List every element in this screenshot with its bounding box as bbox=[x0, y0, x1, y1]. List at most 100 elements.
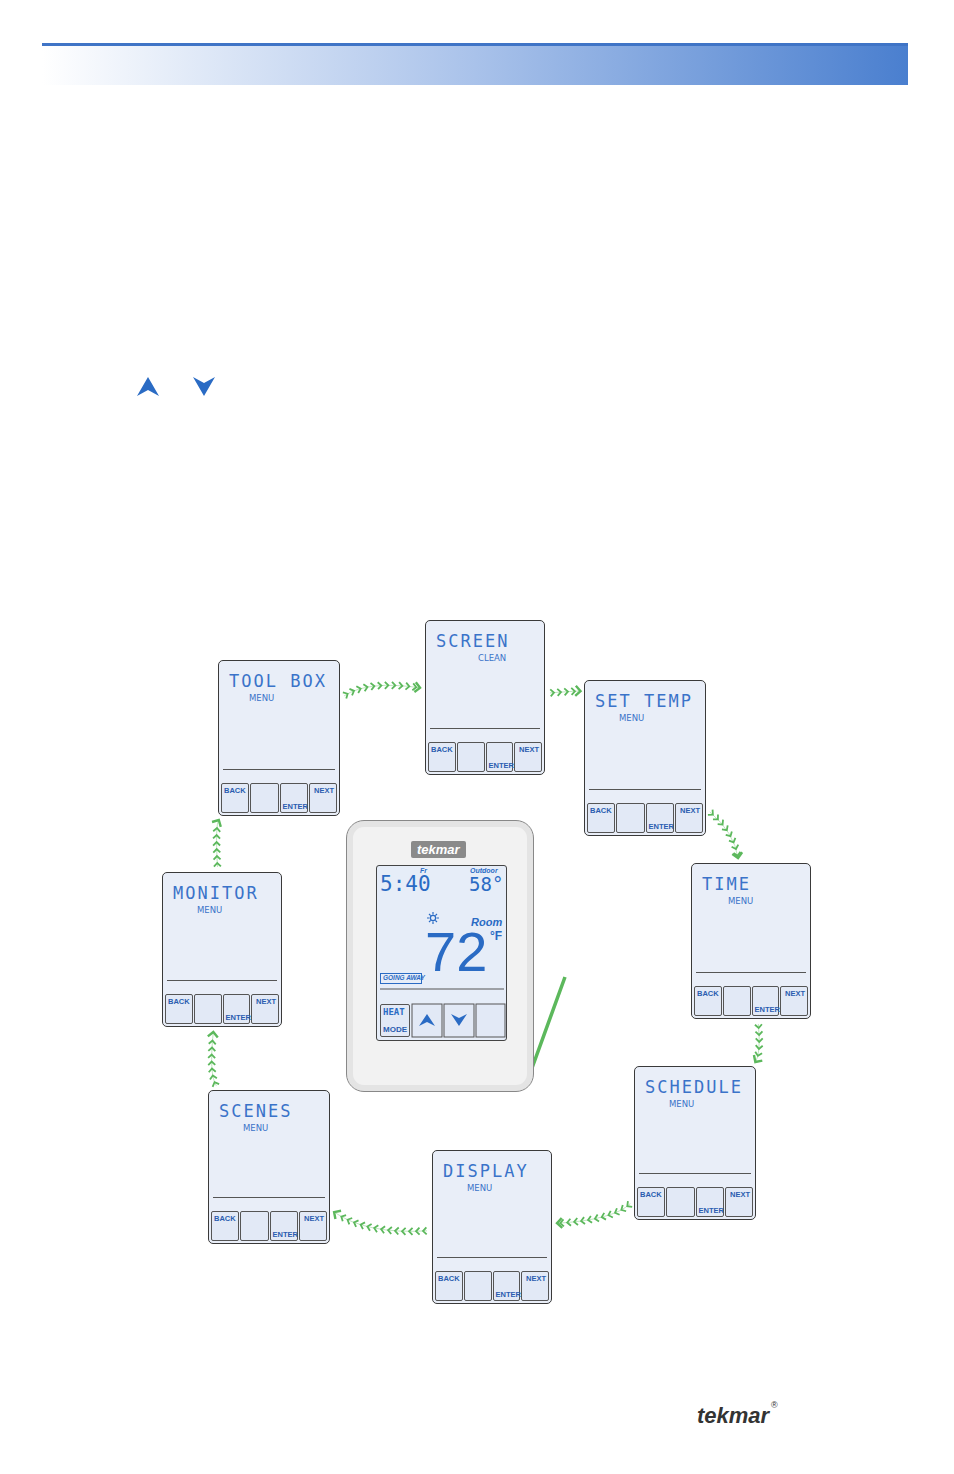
header-bar bbox=[42, 43, 908, 85]
menu-flow-arrow bbox=[754, 1024, 763, 1062]
thermostat-housing: tekmar5:40FrOutdoor58°Room72°FGOING AWAY… bbox=[346, 820, 534, 1092]
chevron bbox=[210, 1075, 217, 1079]
button-label: BACK bbox=[431, 745, 453, 754]
chevron bbox=[209, 1069, 216, 1073]
sun-icon bbox=[427, 912, 439, 924]
unit: °F bbox=[490, 930, 502, 942]
screen-divider bbox=[213, 1197, 325, 1198]
chevron bbox=[588, 1216, 592, 1223]
button-label: BACK bbox=[224, 786, 246, 795]
screen-divider bbox=[223, 769, 335, 770]
menu-screen: TIMEMENUBACKENTERNEXT bbox=[691, 863, 811, 1019]
soft-button: NEXT bbox=[780, 986, 808, 1016]
chevron bbox=[755, 1031, 762, 1035]
button-label: ENTER bbox=[755, 1005, 780, 1014]
room-temp: 72 bbox=[425, 924, 487, 980]
soft-button: BACK bbox=[211, 1211, 239, 1241]
soft-button: BACK bbox=[587, 803, 615, 833]
soft-button: ENTER bbox=[752, 986, 780, 1016]
soft-button: NEXT bbox=[521, 1271, 549, 1301]
chevron bbox=[732, 852, 742, 858]
day: Fr bbox=[420, 867, 427, 874]
chevron bbox=[726, 831, 732, 836]
blank-button bbox=[616, 803, 644, 833]
up-arrow-icon bbox=[137, 377, 159, 396]
chevron bbox=[409, 1228, 413, 1235]
chevron bbox=[354, 1220, 359, 1227]
chevron bbox=[416, 1228, 420, 1235]
chevron bbox=[381, 1226, 385, 1233]
soft-button: ENTER bbox=[486, 742, 514, 772]
soft-button: BACK bbox=[435, 1271, 463, 1301]
mode-value: HEAT bbox=[383, 1008, 405, 1017]
soft-button: NEXT bbox=[309, 783, 337, 813]
mode-label: MODE bbox=[383, 1026, 407, 1034]
menu-screen: SCENESMENUBACKENTERNEXT bbox=[208, 1090, 330, 1244]
chevron bbox=[213, 849, 220, 853]
chevron bbox=[341, 1215, 346, 1221]
brand-logo: tekmar bbox=[411, 841, 466, 858]
chevron bbox=[713, 814, 718, 819]
chevron bbox=[732, 845, 739, 849]
screen-divider bbox=[430, 728, 540, 729]
chevron bbox=[756, 1045, 763, 1049]
chevron bbox=[209, 1041, 216, 1045]
chevron bbox=[567, 1219, 571, 1226]
chevron bbox=[756, 1038, 763, 1042]
chevron bbox=[557, 1218, 562, 1228]
button-label: BACK bbox=[640, 1190, 662, 1199]
menu-screen: SCREENCLEANBACKENTERNEXT bbox=[425, 620, 545, 775]
chevron bbox=[621, 1205, 626, 1211]
screen-title: SCENES bbox=[219, 1101, 292, 1121]
screen-subtitle: MENU bbox=[619, 713, 644, 723]
chevron bbox=[412, 683, 416, 690]
chevron bbox=[414, 682, 420, 692]
screen-title: DISPLAY bbox=[443, 1161, 529, 1181]
soft-button: NEXT bbox=[725, 1187, 753, 1217]
screen-divider bbox=[639, 1173, 751, 1174]
blank-button bbox=[464, 1271, 492, 1301]
chevron bbox=[392, 682, 396, 689]
status-badge: GOING AWAY bbox=[380, 973, 422, 984]
chevron bbox=[208, 1055, 215, 1059]
button-label: BACK bbox=[438, 1274, 460, 1283]
chevron bbox=[615, 1208, 620, 1214]
soft-button: BACK bbox=[165, 994, 193, 1024]
screen-title: SCHEDULE bbox=[645, 1077, 743, 1097]
button-label: ENTER bbox=[649, 822, 674, 831]
chevron bbox=[564, 688, 568, 695]
chevron bbox=[348, 1218, 353, 1224]
chevron bbox=[602, 1213, 606, 1220]
soft-button: BACK bbox=[637, 1187, 665, 1217]
blank-button bbox=[476, 1004, 505, 1037]
chevron bbox=[574, 1218, 578, 1225]
button-label: BACK bbox=[214, 1214, 236, 1223]
button-label: NEXT bbox=[256, 997, 276, 1006]
button-label: NEXT bbox=[785, 989, 805, 998]
chevron bbox=[718, 820, 723, 825]
chevron bbox=[754, 1055, 762, 1062]
screen-divider bbox=[437, 1257, 547, 1258]
chevron bbox=[627, 1201, 632, 1207]
blank-button bbox=[194, 994, 222, 1024]
button-label: NEXT bbox=[730, 1190, 750, 1199]
menu-flow-arrow bbox=[334, 1211, 427, 1235]
chevron bbox=[395, 1228, 399, 1235]
chevron bbox=[214, 863, 221, 867]
down-arrow bbox=[451, 1014, 467, 1026]
up-button bbox=[412, 1004, 442, 1037]
button-label: NEXT bbox=[519, 745, 539, 754]
thermostat-display: 5:40FrOutdoor58°Room72°FGOING AWAYHEATMO… bbox=[376, 865, 507, 1041]
chevron bbox=[343, 692, 348, 698]
up-arrow bbox=[419, 1014, 435, 1026]
menu-flow-arrow bbox=[557, 1201, 632, 1228]
down-arrow-icon bbox=[193, 377, 215, 396]
button-label: ENTER bbox=[273, 1230, 298, 1239]
menu-flow-arrow bbox=[550, 686, 581, 697]
screen-subtitle: MENU bbox=[467, 1183, 492, 1193]
chevron bbox=[423, 1227, 427, 1234]
arrow-path bbox=[710, 812, 738, 858]
blank-button bbox=[666, 1187, 694, 1217]
screen-divider bbox=[167, 980, 277, 981]
